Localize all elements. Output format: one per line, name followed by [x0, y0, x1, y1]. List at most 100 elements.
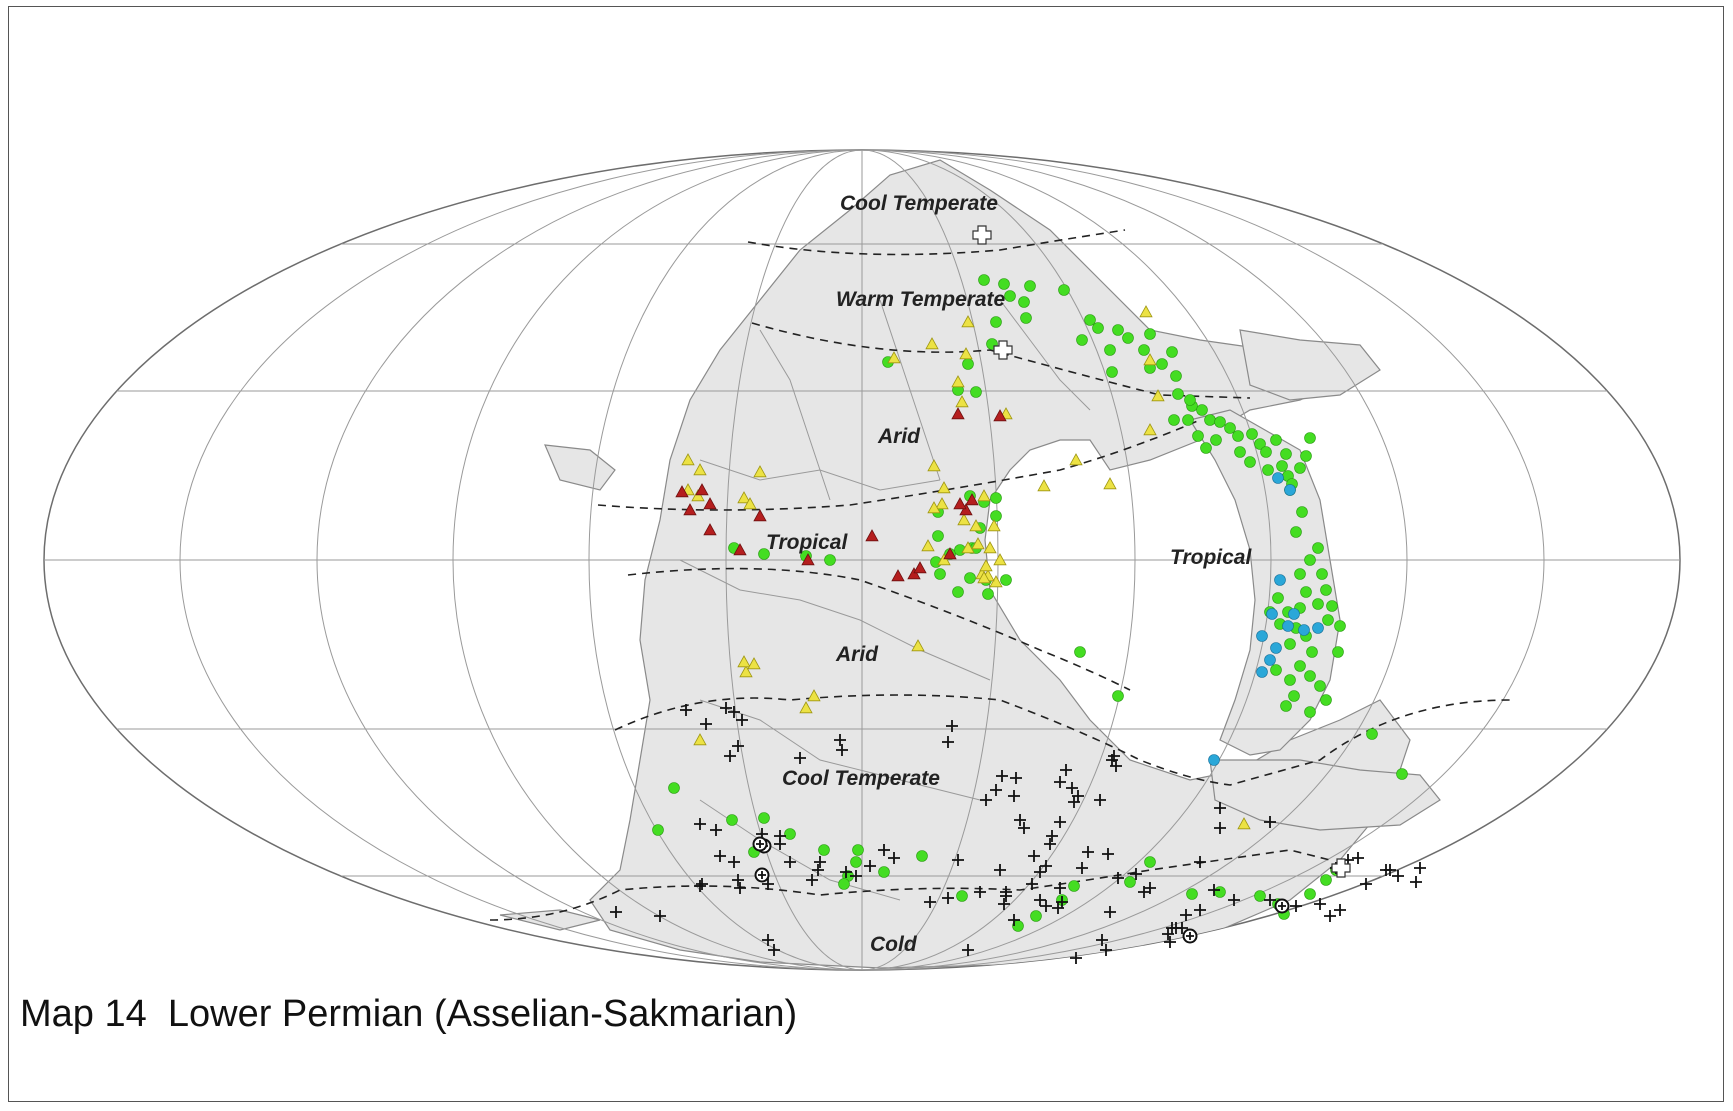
black-cross-symbol	[1208, 884, 1220, 896]
black-cross-symbol	[1068, 796, 1080, 808]
open-cross-symbol	[972, 225, 992, 245]
black-cross-symbol	[1166, 922, 1178, 934]
green-circle-symbol	[878, 866, 890, 878]
black-cross-symbol	[1014, 814, 1026, 826]
terrane-lines	[679, 299, 1091, 901]
black-cross-symbol	[1334, 904, 1346, 916]
black-cross-symbol	[974, 886, 986, 898]
black-cross-symbol	[840, 866, 852, 878]
green-circle-symbol	[1144, 328, 1156, 340]
black-cross-symbol	[924, 896, 936, 908]
fossil-symbols	[610, 225, 1426, 964]
zone-label-tropical-west: Tropical	[766, 531, 848, 554]
black-cross-symbol	[1076, 862, 1088, 874]
black-cross-symbol	[1108, 750, 1120, 762]
black-cross-symbol	[680, 704, 692, 716]
green-circle-symbol	[1234, 446, 1246, 458]
zone-label-north-cool-temperate: Cool Temperate	[840, 192, 998, 215]
green-circle-symbol	[1144, 856, 1156, 868]
open-cross-symbol	[1331, 858, 1351, 878]
yellow-triangle-symbol	[693, 733, 707, 746]
boundary-cool-warm-north	[747, 229, 1126, 256]
boundary-arid-tropical	[597, 419, 1201, 511]
green-circle-symbol	[1186, 888, 1198, 900]
yellow-triangle-symbol	[693, 463, 707, 476]
green-circle-symbol	[1326, 600, 1338, 612]
yellow-triangle-symbol	[979, 559, 993, 572]
green-circle-symbol	[1304, 888, 1316, 900]
green-circle-symbol	[1320, 694, 1332, 706]
black-cross-symbol	[994, 864, 1006, 876]
green-circle-symbol	[1312, 542, 1324, 554]
black-cross-symbol	[836, 744, 848, 756]
red-triangle-symbol	[891, 569, 905, 582]
red-triangle-symbol	[943, 547, 957, 560]
yellow-triangle-symbol	[1237, 817, 1251, 830]
circled-cross-inner	[758, 871, 766, 879]
green-circle-symbol	[1304, 554, 1316, 566]
black-cross-symbol	[610, 906, 622, 918]
green-circle-symbol	[1092, 322, 1104, 334]
green-circle-symbol	[1030, 910, 1042, 922]
yellow-triangle-symbol	[937, 553, 951, 566]
yellow-triangle-symbol	[753, 465, 767, 478]
yellow-triangle-symbol	[739, 665, 753, 678]
green-circle-symbol	[982, 588, 994, 600]
black-cross-symbol	[812, 864, 824, 876]
green-circle-symbol	[1170, 370, 1182, 382]
black-cross-symbol	[952, 854, 964, 866]
map-caption: Map 14 Lower Permian (Asselian-Sakmarian…	[20, 993, 798, 1035]
blue-circle-symbol	[1266, 608, 1278, 620]
black-cross-symbol	[1130, 868, 1142, 880]
green-circle-symbol	[1104, 344, 1116, 356]
green-circle-symbol	[1214, 416, 1226, 428]
black-cross-symbol	[1040, 860, 1052, 872]
yellow-triangle-symbol	[681, 453, 695, 466]
black-cross-symbol	[1324, 910, 1336, 922]
blue-circle-symbol	[1274, 574, 1286, 586]
blue-circle-symbol	[1270, 642, 1282, 654]
black-cross-symbol	[1380, 864, 1392, 876]
yellow-triangle-symbol	[969, 519, 983, 532]
green-circle-symbol	[1294, 462, 1306, 474]
green-circle-symbol	[1184, 394, 1196, 406]
black-cross-symbol	[1194, 904, 1206, 916]
climate-boundaries	[489, 229, 1511, 921]
green-circle-symbol	[1294, 568, 1306, 580]
green-circle-symbol	[1112, 324, 1124, 336]
black-cross-symbol	[728, 856, 740, 868]
green-circle-symbol	[1334, 620, 1346, 632]
green-circle-symbol	[1284, 638, 1296, 650]
green-circle-symbol	[1138, 344, 1150, 356]
circled-cross-inner	[756, 840, 764, 848]
green-circle-symbol	[1172, 388, 1184, 400]
black-cross-symbol	[768, 944, 780, 956]
black-cross-symbol	[980, 794, 992, 806]
yellow-triangle-symbol	[747, 657, 761, 670]
green-circle-symbol	[1076, 334, 1088, 346]
black-cross-symbol	[1008, 790, 1020, 802]
red-triangle-symbol	[683, 503, 697, 516]
black-cross-symbol	[814, 856, 826, 868]
green-circle-symbol	[970, 386, 982, 398]
black-cross-symbol	[1010, 772, 1022, 784]
black-cross-symbol	[1112, 872, 1124, 884]
black-cross-symbol	[720, 702, 732, 714]
black-cross-symbol	[1094, 794, 1106, 806]
yellow-triangle-symbol	[1139, 305, 1153, 318]
black-cross-symbol	[1352, 852, 1364, 864]
black-cross-symbol	[784, 856, 796, 868]
black-cross-symbol	[834, 734, 846, 746]
green-circle-symbol	[1366, 728, 1378, 740]
yellow-triangle-symbol	[955, 395, 969, 408]
green-circle-symbol	[1210, 434, 1222, 446]
black-cross-symbol	[762, 878, 774, 890]
green-circle-symbol	[1276, 460, 1288, 472]
black-cross-symbol	[1040, 900, 1052, 912]
black-cross-symbol	[1028, 850, 1040, 862]
yellow-triangle-symbol	[957, 513, 971, 526]
red-triangle-symbol	[801, 553, 815, 566]
black-cross-symbol	[942, 736, 954, 748]
green-circle-symbol	[1196, 404, 1208, 416]
green-circle-symbol	[1300, 450, 1312, 462]
